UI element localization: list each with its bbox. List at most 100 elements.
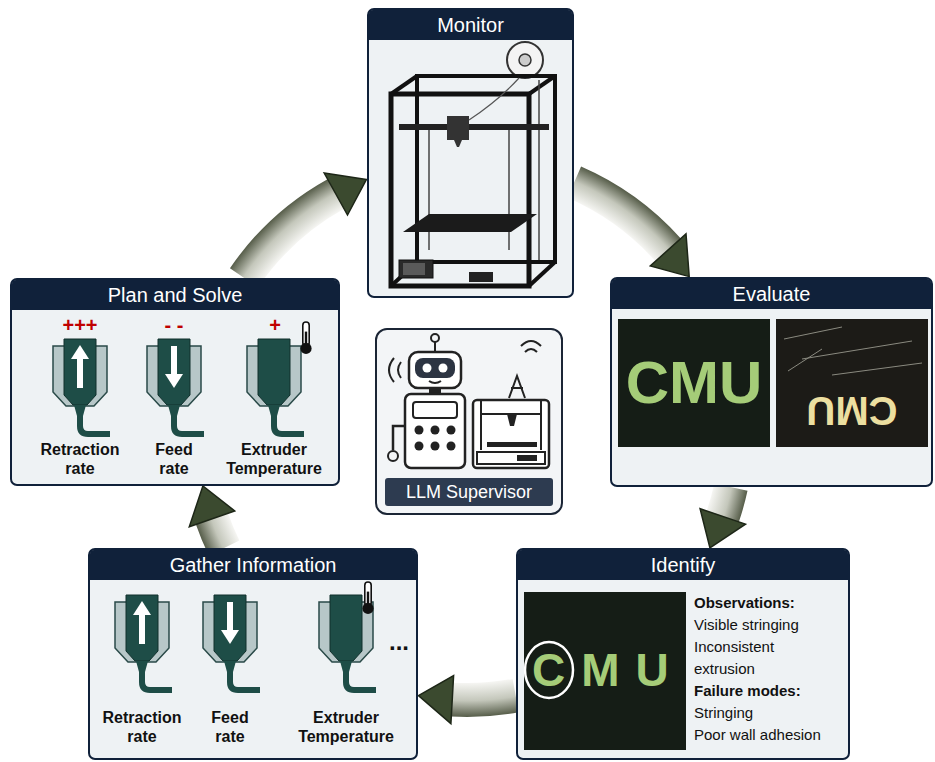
parameter-label: Feed rate	[205, 708, 255, 746]
robot-smile	[429, 381, 441, 383]
thermometer	[362, 582, 373, 614]
panel-title: Gather Information	[90, 550, 416, 580]
robot-hand	[388, 451, 398, 461]
printer-frame	[529, 262, 555, 286]
ring-segment	[212, 519, 224, 548]
robot-button	[431, 426, 440, 435]
stage-panel: Monitor	[367, 8, 574, 298]
photo	[524, 592, 686, 750]
up-arrow	[71, 345, 89, 388]
extruder-icon	[203, 595, 260, 690]
cycle-arrow	[574, 182, 689, 276]
robot-body	[405, 394, 465, 468]
stage-panel: EvaluateCMUCMU	[610, 277, 933, 487]
extruder-icon	[247, 339, 304, 434]
stage-panel: Plan and Solve+++- -+Retraction rateFeed…	[10, 278, 340, 486]
parameter-label: Extruder Temperature	[290, 708, 402, 746]
arrowhead	[419, 676, 454, 724]
down-arrow	[221, 602, 239, 644]
printer-frame	[391, 76, 555, 286]
up-arrow	[133, 601, 151, 644]
change-sign: - -	[149, 314, 199, 336]
photo-streak	[802, 341, 912, 359]
robot-button	[415, 426, 456, 451]
printer-icon-base	[477, 452, 545, 464]
printer-icon	[473, 400, 549, 468]
photo	[618, 319, 770, 447]
robot-eye	[439, 364, 448, 373]
printer-icon-nozzle	[507, 414, 517, 426]
robot-button	[415, 426, 424, 435]
robot-arm	[393, 426, 405, 450]
ring-segment	[452, 696, 515, 700]
printer-icon-frame	[480, 400, 482, 450]
ring-segment	[723, 487, 731, 516]
parameter-label: Extruder Temperature	[218, 440, 330, 478]
stepper-box	[469, 272, 493, 282]
printer-frame	[417, 76, 555, 262]
parameter-label: Retraction rate	[97, 708, 187, 746]
print-head	[447, 116, 469, 140]
panel-title: Plan and Solve	[12, 280, 338, 310]
printer-frame	[529, 76, 555, 94]
stage-panel: Gather InformationRetraction rate Feed ra…	[88, 548, 418, 760]
extruder-icons	[90, 550, 416, 758]
arrowhead	[700, 509, 745, 548]
printer-frame	[391, 76, 417, 94]
list-heading: Failure modes:	[694, 680, 832, 702]
lcd-screen	[403, 263, 425, 275]
robot-button	[415, 442, 424, 451]
lead-screw	[429, 80, 539, 260]
robot-screen	[413, 402, 457, 418]
gantry	[399, 124, 549, 130]
ring-segment	[574, 182, 668, 250]
list-item: Inconsistent extrusion	[694, 636, 832, 680]
robot-signal	[434, 342, 436, 352]
printer-icon-frame	[540, 400, 542, 450]
antenna-tower	[509, 376, 525, 398]
photo-streak	[784, 327, 842, 339]
lcd-panel	[399, 260, 433, 278]
supervisor-box: LLM Supervisor	[375, 328, 563, 515]
list-heading: Observations:	[694, 592, 832, 614]
cycle-arrow	[419, 676, 516, 724]
print-text: CMU	[532, 645, 682, 695]
print-bed	[403, 214, 537, 232]
stage-panel: IdentifyObservations:Visible stringingIn…	[516, 548, 850, 760]
robot-signal	[525, 349, 537, 352]
robot-signal	[389, 358, 394, 382]
photo-streak	[784, 327, 922, 375]
thermometer	[300, 322, 311, 354]
robot-signal	[521, 341, 541, 346]
filament-tube	[469, 78, 519, 120]
panel-title: Monitor	[369, 10, 572, 40]
robot-button	[447, 426, 456, 435]
printer-icon-bed	[487, 442, 537, 447]
print-text: CMU	[618, 351, 770, 415]
robot-visor	[415, 358, 455, 378]
panel-title: Identify	[518, 550, 848, 580]
cycle-arrow	[700, 487, 745, 548]
change-sign: +++	[50, 314, 110, 336]
robot-head	[409, 352, 461, 388]
filament-spool	[507, 42, 543, 78]
arrowhead	[324, 173, 366, 215]
robot-button	[431, 442, 440, 451]
extruder-icon	[147, 339, 204, 434]
print-text: CMU	[776, 389, 928, 433]
panel-title: Evaluate	[612, 279, 931, 309]
text-column: Observations:Visible stringingInconsiste…	[694, 592, 832, 746]
printer-frame	[391, 94, 529, 286]
printer-illustration	[369, 10, 572, 296]
ring-segment	[244, 194, 336, 278]
ellipsis: ...	[382, 630, 416, 654]
robot-signal	[398, 362, 401, 378]
cycle-arrow	[189, 486, 234, 548]
photo-streak	[832, 363, 922, 375]
lead-screw	[538, 80, 540, 260]
cycle-arrow	[244, 173, 367, 278]
photo	[776, 319, 928, 447]
supervisor-label: LLM Supervisor	[385, 478, 553, 506]
parameter-label: Retraction rate	[35, 440, 125, 478]
extruder-icon	[115, 595, 172, 690]
